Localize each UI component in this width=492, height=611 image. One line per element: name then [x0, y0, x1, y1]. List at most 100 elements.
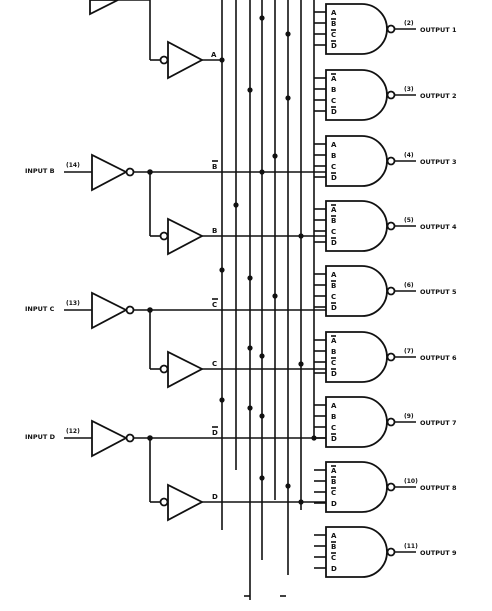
output-label: OUTPUT 8	[420, 484, 457, 492]
nand-bubble	[386, 156, 396, 166]
gate-pin-label: B	[331, 282, 336, 290]
gate-pin-label: B	[331, 543, 336, 551]
signal-c-bar-label: C	[212, 301, 217, 309]
output-pin-number: (2)	[404, 20, 414, 27]
buffer-c	[167, 350, 204, 389]
inverter-c	[91, 291, 128, 330]
nand-gate-body	[325, 265, 388, 317]
output-label: OUTPUT 1	[420, 26, 457, 34]
signal-a-label: A	[211, 51, 217, 59]
nand-gate-body	[325, 200, 388, 252]
input-b-stage: INPUT B (14)	[25, 153, 335, 256]
gate-pin-label: D	[331, 370, 337, 378]
gate-pin-label: D	[331, 42, 337, 50]
gate-pin-label: A	[331, 337, 337, 345]
gate-pin-label: D	[331, 435, 337, 443]
output-pin-number: (9)	[404, 413, 414, 420]
nand-bubble	[386, 482, 396, 492]
gate-pin-label: C	[331, 554, 336, 562]
output-label: OUTPUT 7	[420, 419, 457, 427]
gate-pin-label: C	[331, 359, 336, 367]
output-label: OUTPUT 4	[420, 223, 457, 231]
output-label: OUTPUT 3	[420, 158, 457, 166]
gate-pin-label: D	[331, 174, 337, 182]
nand-gate-body	[325, 461, 388, 513]
output-pin-number: (6)	[404, 282, 414, 289]
gate-pin-label: C	[331, 293, 336, 301]
gate-pin-label: B	[331, 217, 336, 225]
input-b-label: INPUT B	[25, 167, 55, 175]
input-d-label: INPUT D	[25, 433, 56, 441]
gate-pin-label: D	[331, 304, 337, 312]
buffer-a-top	[89, 0, 150, 16]
signal-d-label: D	[212, 493, 218, 501]
gate-pin-label: A	[331, 9, 337, 17]
nand-bubble	[386, 221, 396, 231]
output-label: OUTPUT 6	[420, 354, 457, 362]
gate-pin-label: A	[331, 75, 337, 83]
nand-gate-body	[325, 3, 388, 55]
nand-gate-body	[325, 331, 388, 383]
input-d-pin: (12)	[66, 428, 80, 435]
nand-gate-body	[325, 135, 388, 187]
output-pin-number: (11)	[404, 543, 418, 550]
junction-dots	[219, 15, 317, 505]
gate-pin-label: A	[331, 206, 337, 214]
output-pin-number: (4)	[404, 152, 414, 159]
gate-pin-label: C	[331, 424, 336, 432]
gate-pin-label: C	[331, 97, 336, 105]
output-label: OUTPUT 5	[420, 288, 457, 296]
output-label: OUTPUT 9	[420, 549, 457, 557]
buffer-d	[167, 483, 204, 522]
gate-pin-label: B	[331, 413, 336, 421]
nand-gate-body	[325, 526, 388, 578]
nand-bubble	[386, 352, 396, 362]
inverter-d	[91, 419, 128, 458]
gate-pin-label: B	[331, 478, 336, 486]
nand-bubble	[386, 417, 396, 427]
buffer-b	[167, 217, 204, 256]
gate-pin-label: C	[331, 163, 336, 171]
gate-pin-label: A	[331, 467, 337, 475]
gate-pin-label: D	[331, 108, 337, 116]
gate-pin-label: C	[331, 489, 336, 497]
gate-pin-label: B	[331, 348, 336, 356]
gate-pin-label: B	[331, 152, 336, 160]
bus-labels: A B B C C D D	[211, 51, 218, 501]
gate-pin-label: A	[331, 532, 337, 540]
output-pin-number: (5)	[404, 217, 414, 224]
gate-pin-label: B	[331, 20, 336, 28]
nand-gate-body	[325, 69, 388, 121]
inverter-b	[91, 153, 128, 192]
signal-d-bar-label: D	[212, 429, 218, 437]
gate-pin-label: B	[331, 86, 336, 94]
nand-gate-body	[325, 396, 388, 448]
gate-pin-label: A	[331, 141, 337, 149]
input-c-label: INPUT C	[25, 305, 55, 313]
signal-b-bar-label: B	[212, 163, 217, 171]
gate-pin-label: C	[331, 31, 336, 39]
output-pin-number: (10)	[404, 478, 418, 485]
input-d-stage: INPUT D (12)	[25, 419, 335, 522]
gate-pin-label: A	[331, 271, 337, 279]
input-c-pin: (13)	[66, 300, 80, 307]
nand-bubble	[386, 24, 396, 34]
signal-bus	[221, 0, 315, 600]
output-pin-number: (3)	[404, 86, 414, 93]
output-pin-number: (7)	[404, 348, 414, 355]
input-b-pin: (14)	[66, 162, 80, 169]
buffer-a	[167, 40, 204, 80]
gate-pin-label: C	[331, 228, 336, 236]
